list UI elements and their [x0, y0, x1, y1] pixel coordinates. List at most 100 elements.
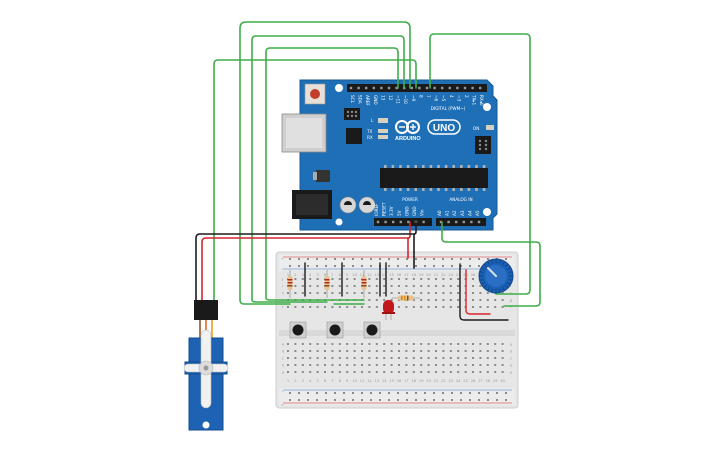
terminal-hole	[435, 350, 437, 352]
digital-pin-label: ~5	[441, 95, 446, 102]
row-letter: a	[282, 370, 284, 374]
wire-green-pin11[interactable]	[265, 47, 399, 301]
wire-red-5v[interactable]	[201, 221, 411, 301]
header-pin[interactable]	[425, 86, 429, 90]
terminal-hole	[316, 350, 319, 352]
red-led[interactable]	[382, 300, 395, 320]
potentiometer[interactable]	[478, 258, 514, 294]
rail-hole	[487, 392, 489, 394]
pot-ridge	[508, 278, 513, 281]
rail-hole	[424, 265, 426, 267]
terminal-hole	[353, 357, 356, 359]
terminal-hole	[287, 357, 289, 359]
terminal-hole	[301, 343, 304, 345]
digital-pin-label: RX◂0	[479, 95, 484, 106]
servo-motor[interactable]	[183, 298, 229, 431]
header-pin[interactable]	[365, 86, 368, 90]
resistor-led[interactable]	[392, 295, 420, 301]
resistor-2[interactable]	[324, 270, 330, 298]
rail-hole	[496, 399, 498, 401]
header-pin[interactable]	[422, 220, 425, 224]
terminal-hole	[338, 371, 341, 373]
chip-leg	[429, 188, 433, 191]
header-pin[interactable]	[448, 86, 451, 90]
header-pin[interactable]	[477, 220, 481, 224]
header-pin[interactable]	[372, 86, 375, 90]
column-number: 2	[294, 379, 296, 383]
button-2[interactable]	[326, 321, 344, 339]
wire-green-a0[interactable]	[441, 221, 541, 307]
rail-hole	[361, 265, 363, 267]
jumper-red-pot[interactable]	[465, 269, 491, 315]
wire-green-pin6[interactable]	[429, 33, 531, 295]
header-pin[interactable]	[410, 86, 413, 90]
terminal-hole	[368, 299, 371, 301]
header-pin[interactable]	[463, 86, 467, 90]
chip-leg	[429, 165, 433, 168]
header-pin[interactable]	[380, 86, 383, 90]
header-pin[interactable]	[471, 86, 474, 90]
resistor-1[interactable]	[287, 270, 293, 298]
header-pin[interactable]	[439, 220, 443, 224]
row-letter: f	[510, 305, 512, 309]
terminal-hole	[501, 292, 504, 294]
jumper-black-pot[interactable]	[459, 263, 509, 321]
wire-green-servo-signal[interactable]	[213, 59, 417, 299]
wire-green-pin9[interactable]	[239, 21, 411, 305]
header-pin[interactable]	[447, 220, 450, 224]
header-pin[interactable]	[455, 220, 458, 224]
terminal-hole	[420, 306, 423, 308]
terminal-hole	[412, 350, 415, 352]
terminal-hole	[294, 371, 297, 373]
reset-button-cap[interactable]	[310, 89, 320, 99]
analog-pin-label: A3	[460, 210, 465, 216]
button-1[interactable]	[289, 321, 307, 339]
terminal-hole	[464, 364, 467, 366]
terminal-hole	[375, 299, 378, 301]
terminal-hole	[442, 299, 445, 301]
resistor-3[interactable]	[361, 270, 367, 298]
column-number: 30	[500, 379, 505, 383]
header-pin[interactable]	[395, 86, 398, 90]
header-pin[interactable]	[399, 220, 402, 224]
header-pin[interactable]	[384, 220, 387, 224]
column-number: 26	[471, 273, 476, 277]
rail-hole	[370, 399, 372, 401]
header-pin[interactable]	[357, 86, 360, 90]
terminal-hole	[472, 371, 474, 373]
arduino-logo: ARDUINO	[395, 120, 421, 142]
rail-hole	[325, 258, 327, 260]
terminal-hole	[324, 343, 326, 345]
header-pin[interactable]	[441, 86, 444, 90]
header-pin[interactable]	[376, 220, 380, 224]
pot-ridge	[486, 286, 491, 292]
button-3[interactable]	[363, 321, 381, 339]
terminal-hole	[486, 357, 489, 359]
header-pin[interactable]	[470, 220, 473, 224]
terminal-hole	[346, 278, 349, 280]
wire-black-gnd[interactable]	[195, 221, 417, 301]
header-pin[interactable]	[462, 220, 465, 224]
rail-hole	[469, 392, 471, 394]
header-pin[interactable]	[418, 86, 421, 90]
terminal-hole	[405, 350, 408, 352]
terminal-hole	[405, 357, 408, 359]
header-pin[interactable]	[479, 86, 482, 90]
terminal-hole	[375, 306, 378, 308]
row-letter: d	[282, 349, 284, 353]
header-pin[interactable]	[392, 220, 395, 224]
header-pin[interactable]	[349, 86, 353, 90]
analog-pin-label: A5	[475, 210, 480, 216]
header-pin[interactable]	[456, 86, 459, 90]
terminal-hole	[501, 299, 504, 301]
column-number: 18	[412, 379, 417, 383]
terminal-hole	[338, 350, 341, 352]
column-number: 17	[404, 273, 409, 277]
header-pin[interactable]	[433, 86, 436, 90]
terminal-hole	[331, 371, 334, 373]
header-pin[interactable]	[407, 220, 410, 224]
header-pin[interactable]	[387, 86, 391, 90]
wire-green-pin10[interactable]	[251, 35, 405, 303]
top-power-rail	[279, 255, 515, 271]
